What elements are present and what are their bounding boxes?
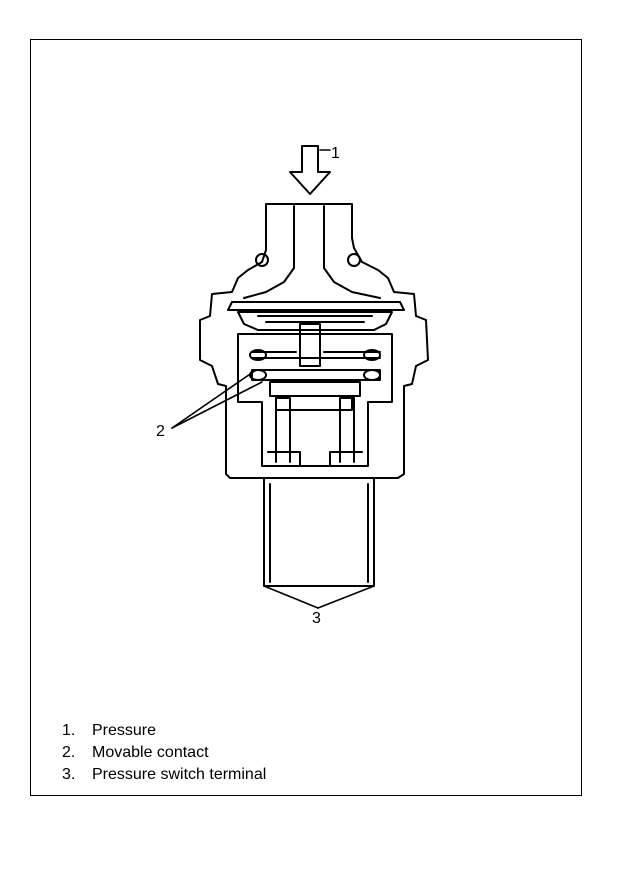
legend-item: 1. Pressure	[62, 720, 266, 742]
callout-3: 3	[312, 610, 321, 627]
pressure-arrow	[289, 145, 331, 195]
callout-1: 1	[331, 145, 340, 162]
terminal-base	[267, 451, 363, 467]
legend-number: 3.	[62, 766, 76, 783]
movable-contact-upper	[251, 351, 381, 359]
connector-inner	[269, 483, 369, 583]
legend-item: 2. Movable contact	[62, 742, 266, 764]
diaphragm-inner	[257, 315, 373, 323]
contact-chamber	[237, 333, 393, 467]
movable-contact-right-lower	[363, 369, 381, 381]
legend-text: Movable contact	[92, 744, 209, 761]
movable-contact-left-upper	[249, 349, 267, 361]
leader-3-a	[263, 585, 319, 609]
legend-text: Pressure switch terminal	[92, 766, 267, 783]
leader-3-b	[317, 585, 375, 609]
figure-frame	[30, 39, 582, 796]
leader-2-a	[171, 369, 257, 429]
movable-contact-lower	[251, 369, 381, 381]
right-boss	[347, 253, 361, 267]
legend-text: Pressure	[92, 722, 157, 739]
movable-contact-right-upper	[363, 349, 381, 361]
left-boss	[255, 253, 269, 267]
legend-number: 2.	[62, 744, 76, 761]
legend: 1. Pressure 2. Movable contact 3. Pressu…	[62, 720, 266, 786]
switch-housing	[199, 203, 429, 479]
leader-2-b	[171, 381, 263, 429]
diaphragm-cup	[237, 311, 393, 331]
plunger	[299, 323, 321, 367]
diaphragm	[227, 301, 405, 311]
callout-2: 2	[156, 423, 165, 440]
contact-holder	[269, 381, 361, 411]
connector-body	[263, 477, 375, 587]
legend-item: 3. Pressure switch terminal	[62, 764, 266, 786]
legend-number: 1.	[62, 722, 76, 739]
pressure-channel	[243, 205, 381, 299]
